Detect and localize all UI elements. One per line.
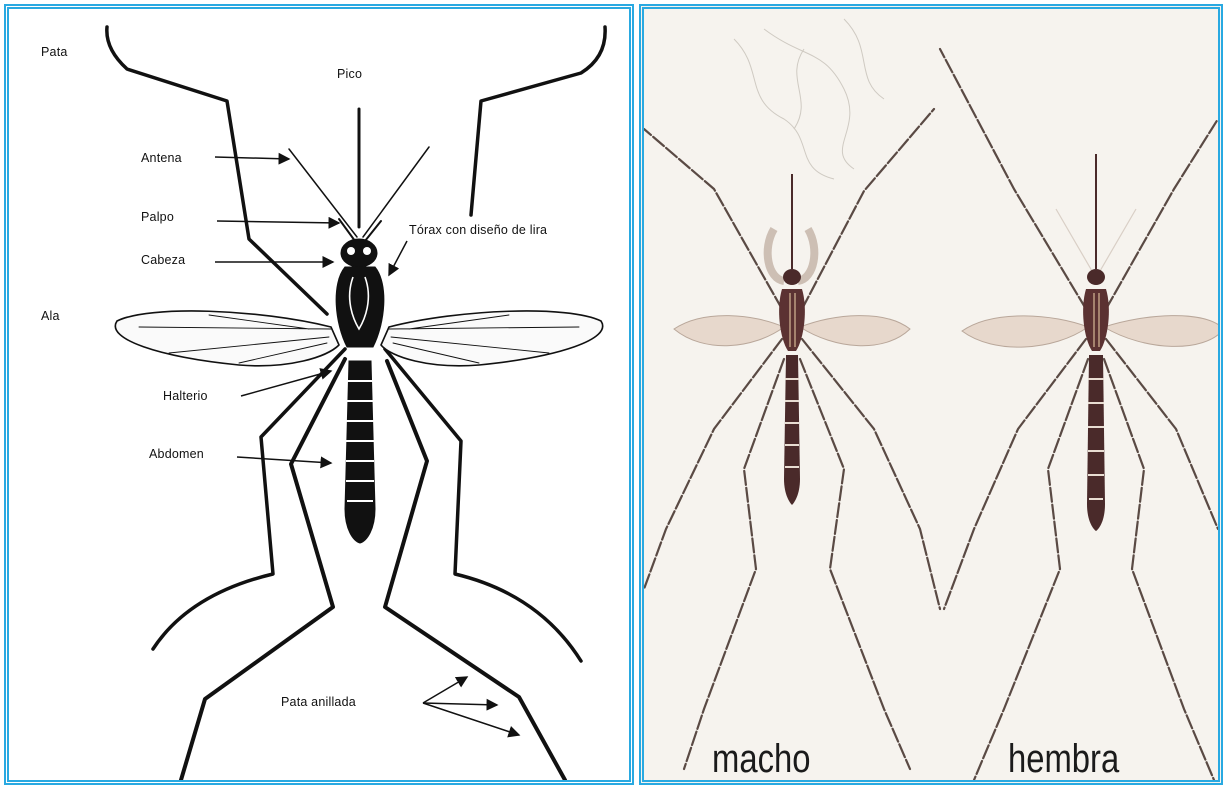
- label-palpo: Palpo: [141, 210, 174, 224]
- leg-hind-left: [181, 359, 345, 780]
- leg-front-right: [471, 27, 605, 215]
- arrow-halterio: [241, 371, 331, 396]
- anatomy-diagram-panel: Pata Pico Antena Palpo Tórax con diseño …: [4, 4, 634, 785]
- antenna-left: [289, 149, 357, 237]
- mosquito-pair-illustration: [644, 9, 1218, 780]
- arrow-pata-anillada-3: [423, 703, 519, 735]
- arrow-torax: [389, 241, 407, 275]
- wing-right: [381, 311, 603, 366]
- label-ala: Ala: [41, 309, 60, 323]
- caption-hembra: hembra: [1008, 737, 1119, 782]
- label-halterio: Halterio: [163, 389, 208, 403]
- eye-left: [347, 247, 355, 255]
- eye-right: [363, 247, 371, 255]
- mosquito-line-drawing: [9, 9, 629, 780]
- male-female-comparison-panel: macho hembra: [639, 4, 1223, 785]
- arrow-pata-anillada-2: [423, 703, 497, 705]
- wing-left: [115, 311, 339, 366]
- abdomen: [345, 361, 375, 543]
- caption-macho: macho: [712, 737, 810, 782]
- label-antena: Antena: [141, 151, 182, 165]
- label-torax: Tórax con diseño de lira: [409, 223, 547, 237]
- male-mosquito: [644, 109, 940, 769]
- arrow-pata-anillada-1: [423, 677, 467, 703]
- label-cabeza: Cabeza: [141, 253, 185, 267]
- label-pico: Pico: [337, 67, 362, 81]
- palp-left: [339, 219, 355, 241]
- female-mosquito: [940, 49, 1218, 780]
- arrow-antena: [215, 157, 289, 159]
- leg-front-left: [107, 27, 327, 314]
- background-sketch: [734, 19, 884, 179]
- label-pata-anillada: Pata anillada: [281, 695, 356, 709]
- thorax: [336, 267, 384, 347]
- label-pata: Pata: [41, 45, 68, 59]
- label-abdomen: Abdomen: [149, 447, 204, 461]
- arrow-abdomen: [237, 457, 331, 463]
- head: [341, 239, 377, 267]
- arrow-palpo: [217, 221, 339, 223]
- leg-hind-right: [385, 361, 565, 780]
